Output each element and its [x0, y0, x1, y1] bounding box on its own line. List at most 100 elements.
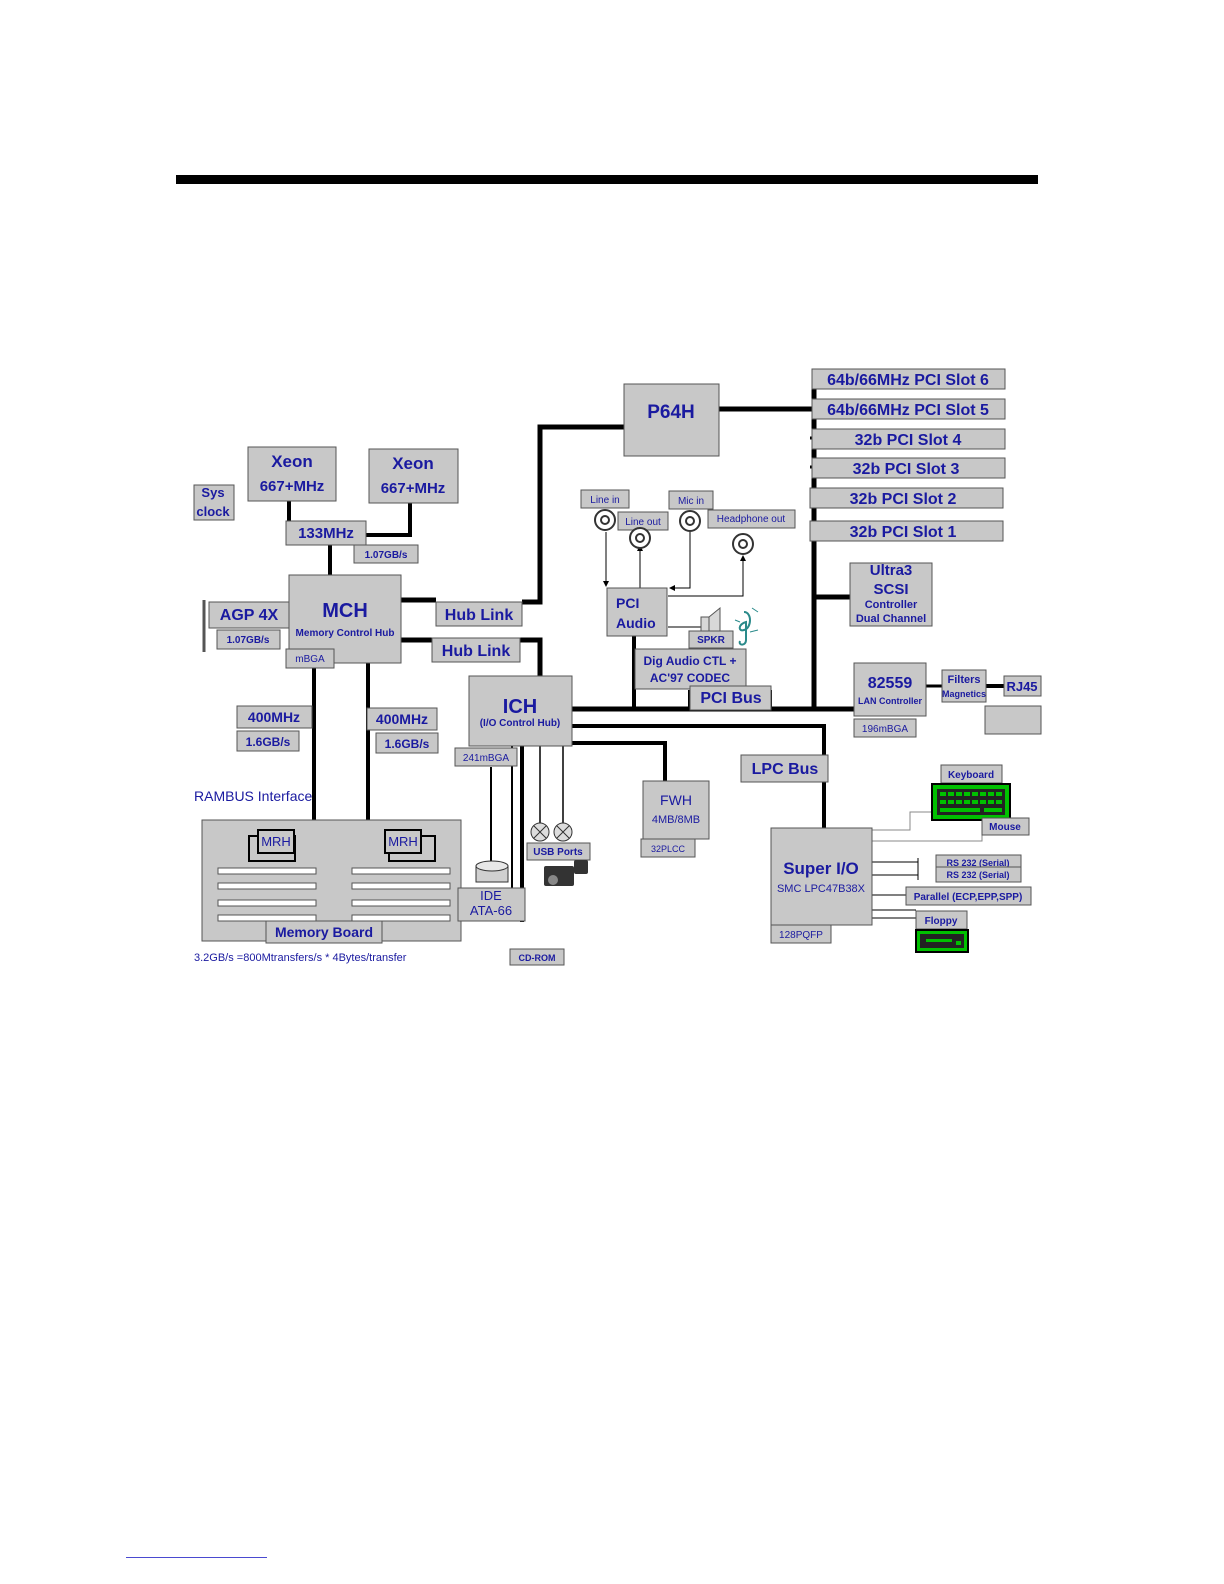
- agp-bw-label: 1.07GB/s: [227, 635, 270, 646]
- rambus-2-speed-label: 400MHz: [376, 711, 428, 727]
- lan-package-label: 196mBGA: [862, 724, 908, 735]
- lan-package: 196mBGA: [853, 718, 917, 738]
- pci-bus-label: PCI Bus: [700, 690, 761, 707]
- pci-slot-2: 32b PCI Slot 2: [809, 487, 1004, 509]
- ide-line-2: ATA-66: [470, 903, 512, 918]
- pci-slot-5: 64b/66MHz PCI Slot 5: [811, 398, 1006, 420]
- rimm-slots: [217, 867, 451, 922]
- rs232-2-block: RS 232 (Serial): [935, 866, 1022, 883]
- lan-block: 82559 LAN Controller: [853, 662, 927, 717]
- music-note-icon: [734, 607, 759, 646]
- xeon2-fsb-line: [365, 503, 412, 537]
- scsi-line-1: Ultra3: [870, 562, 913, 579]
- mouse-line: [872, 827, 983, 842]
- p64h-label: P64H: [647, 402, 695, 423]
- mic-in-label: Mic in: [678, 496, 704, 507]
- pci-slot-6-label: 64b/66MHz PCI Slot 6: [827, 372, 989, 389]
- mch-package: mBGA: [285, 648, 335, 669]
- rs232-1-block: RS 232 (Serial): [935, 854, 1022, 869]
- sys-clock-block: Sys clock: [193, 484, 235, 521]
- spkr-label: SPKR: [697, 635, 726, 646]
- fsb-speed-label: 133MHz: [298, 525, 354, 542]
- mrh-1-label: MRH: [261, 834, 291, 849]
- rj45-block: RJ45: [1003, 675, 1042, 697]
- floppy-label: Floppy: [925, 916, 958, 927]
- fsb-bw-label: 1.07GB/s: [365, 550, 408, 561]
- pci-slot-6: 64b/66MHz PCI Slot 6: [811, 368, 1006, 390]
- fsb-speed-block: 133MHz: [285, 520, 367, 546]
- headphone-arrow: [668, 555, 746, 597]
- pci-audio-line-2: Audio: [616, 615, 656, 631]
- agp-label: AGP 4X: [220, 607, 279, 624]
- scsi-block: Ultra3 SCSI Controller Dual Channel: [849, 562, 933, 627]
- filters-line-2: Magnetics: [942, 689, 986, 699]
- scsi-line-2: SCSI: [873, 581, 908, 598]
- mic-in-block: Mic in: [668, 490, 714, 510]
- rambus-2-bw-block: 1.6GB/s: [375, 732, 439, 754]
- hub-link-1-block: Hub Link: [435, 601, 523, 627]
- usb-ports-label: USB Ports: [533, 847, 583, 858]
- floppy-block: Floppy: [915, 910, 968, 930]
- pci-audio-line-1: PCI: [616, 595, 639, 611]
- pci-slot-1: 32b PCI Slot 1: [809, 520, 1004, 542]
- kbd-line: [872, 811, 934, 831]
- p64h-hublink-line: [522, 424, 624, 605]
- parallel-label: Parallel (ECP,EPP,SPP): [914, 892, 1023, 903]
- mch-block: MCH Memory Control Hub: [288, 574, 402, 664]
- ich-desc: (I/O Control Hub): [480, 718, 561, 729]
- xeon-1-speed: 667+MHz: [260, 478, 325, 495]
- rambus-interface-label: RAMBUS Interface: [194, 788, 312, 804]
- jack-icons: [594, 509, 754, 555]
- line-out-block: Line out: [617, 511, 669, 531]
- ich-fwh-line: [572, 741, 667, 781]
- line-out-label: Line out: [625, 517, 661, 528]
- fwh-package: 32PLCC: [640, 838, 696, 858]
- hard-disk-icon: [475, 860, 509, 883]
- fwh-package-label: 32PLCC: [651, 844, 686, 854]
- lan-name: 82559: [868, 675, 913, 692]
- hub-link-1-label: Hub Link: [445, 607, 514, 624]
- ich-name: ICH: [503, 696, 537, 718]
- usb-ports-block: USB Ports: [526, 842, 591, 861]
- scsi-line-3: Controller: [865, 599, 918, 611]
- super-io-name: Super I/O: [783, 859, 859, 878]
- agp-bw-block: 1.07GB/s: [216, 629, 281, 650]
- super-io-package-label: 128PQFP: [779, 930, 823, 941]
- usb-port-2-icon: [553, 822, 573, 842]
- ide-line-1: IDE: [480, 888, 502, 903]
- fwh-block: FWH 4MB/8MB: [642, 780, 710, 840]
- spkr-block: SPKR: [688, 630, 734, 649]
- lan-desc: LAN Controller: [858, 696, 922, 706]
- xeon-2-name: Xeon: [392, 454, 434, 473]
- pci-slot-4: 32b PCI Slot 4: [811, 428, 1006, 450]
- hublink2-ich-line: [520, 637, 543, 676]
- ich-package-label: 241mBGA: [463, 753, 509, 764]
- fwh-line-1: FWH: [660, 792, 692, 808]
- mouse-label: Mouse: [989, 822, 1021, 833]
- lpc-bus-label: LPC Bus: [752, 761, 819, 778]
- rs232-1-label: RS 232 (Serial): [946, 858, 1009, 868]
- lpc-bus-block: LPC Bus: [740, 754, 829, 783]
- mch-desc: Memory Control Hub: [296, 628, 395, 639]
- parallel-block: Parallel (ECP,EPP,SPP): [905, 886, 1032, 906]
- codec-line-1: Dig Audio CTL +: [644, 654, 737, 668]
- pci-slot-5-label: 64b/66MHz PCI Slot 5: [827, 402, 989, 419]
- pci-slot-3: 32b PCI Slot 3: [811, 457, 1006, 479]
- pci-slot-3-label: 32b PCI Slot 3: [853, 461, 960, 478]
- headphone-out-block: Headphone out: [707, 509, 796, 529]
- xeon-1-name: Xeon: [271, 452, 313, 471]
- pci-slot-2-label: 32b PCI Slot 2: [850, 491, 957, 508]
- usb-port-1-icon: [530, 822, 550, 842]
- usb-icons: [530, 822, 573, 842]
- rambus-1-speed-block: 400MHz: [236, 705, 313, 729]
- rs232-2-label: RS 232 (Serial): [946, 870, 1009, 880]
- ich-package: 241mBGA: [454, 747, 518, 767]
- pci-slot-1-label: 32b PCI Slot 1: [850, 524, 957, 541]
- floppy-drive-icon: [915, 929, 969, 953]
- memory-board-label: Memory Board: [275, 924, 373, 940]
- hub-link-2-label: Hub Link: [442, 643, 511, 660]
- rambus-1-bw-block: 1.6GB/s: [236, 730, 300, 752]
- pci-audio-block: PCI Audio: [606, 587, 668, 637]
- mrh-2-block: MRH: [384, 829, 436, 862]
